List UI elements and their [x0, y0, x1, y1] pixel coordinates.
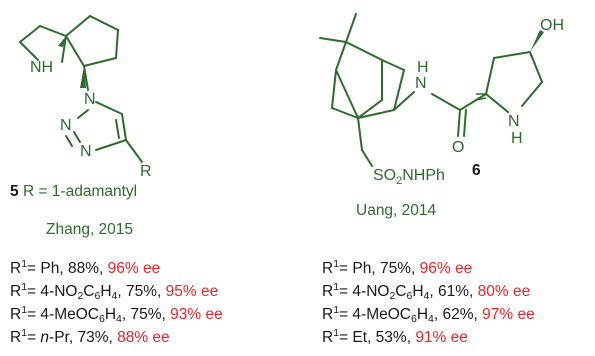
compound-6-credit: Uang, 2014 [356, 202, 437, 219]
yield-value: , 88%, [59, 260, 108, 277]
substituent: Et [352, 329, 368, 346]
substituent: 4-MeOC [40, 306, 99, 323]
compound-6-result-row: R1= 4-NO2C6H4, 61%, 80% ee [322, 281, 531, 302]
r-symbol: R [10, 306, 22, 323]
compound-6-number: 6 [472, 162, 481, 179]
substituent-subscript: 4 [428, 313, 434, 325]
r-symbol: R [10, 329, 22, 346]
r-superscript: 1 [333, 304, 340, 316]
r-superscript: 1 [21, 258, 28, 270]
r-symbol: R [10, 260, 22, 277]
atom-h-amide-6: H [417, 59, 429, 76]
atom-n-amide-6: N [415, 75, 427, 92]
yield-value: , 75%, [121, 306, 171, 323]
atom-n3-5: N [80, 143, 92, 160]
substituent: Ph [352, 260, 372, 277]
substituent-subscript: 6 [406, 290, 413, 302]
equals-sign: = [339, 283, 353, 300]
ee-value: 96% ee [107, 260, 161, 277]
compound-5-result-row: R1= 4-NO2C6H4, 75%, 95% ee [10, 281, 219, 302]
r-symbol: R [10, 283, 22, 300]
substituent: 4-MeOC [352, 306, 411, 323]
ee-value: 96% ee [419, 260, 473, 277]
ee-value: 80% ee [477, 283, 531, 300]
substituent-subscript: 2 [77, 290, 84, 302]
structure-5-drawing: NH N N N R [19, 15, 152, 180]
substituent-atom: C [83, 283, 95, 300]
structure-6-drawing: OH N H O N H SO2NHPh [319, 13, 564, 187]
r-superscript: 1 [333, 327, 340, 339]
substituent: -Pr [49, 329, 69, 346]
r-superscript: 1 [21, 304, 28, 316]
substituent: 4-NO [352, 283, 390, 300]
atom-o-6: O [452, 139, 464, 156]
yield-value: , 75%, [371, 260, 420, 277]
substituent: Ph [40, 260, 60, 277]
r-superscript: 1 [333, 281, 340, 293]
r-symbol: R [322, 329, 334, 346]
atom-h-pyr-6: H [511, 130, 523, 147]
equals-sign: = [339, 260, 353, 277]
atom-nh-5: NH [30, 59, 53, 76]
r-superscript: 1 [21, 281, 28, 293]
atom-n1-5: N [84, 91, 96, 108]
atom-n-pyr-6: N [508, 113, 520, 130]
r-superscript: 1 [333, 258, 340, 270]
ee-value: 95% ee [165, 283, 219, 300]
compound-6-result-row: R1= Ph, 75%, 96% ee [322, 258, 473, 278]
substituent-subscript: 2 [389, 290, 396, 302]
r-symbol: R [322, 260, 334, 277]
ee-value: 97% ee [482, 306, 535, 323]
substituent-subscript: 4 [116, 313, 122, 325]
substituent-prefix: n [40, 329, 50, 346]
substituent-subscript: 6 [94, 290, 101, 302]
substituent-subscript: 6 [410, 313, 417, 325]
equals-sign: = [27, 306, 41, 323]
r-superscript: 1 [21, 327, 28, 339]
r-symbol: R [322, 306, 334, 323]
compound-5-caption: R = 1-adamantyl [22, 183, 138, 200]
compound-5-result-row: R1= 4-MeOC6H4, 75%, 93% ee [10, 304, 223, 325]
yield-value: , 61%, [429, 283, 478, 300]
equals-sign: = [339, 329, 353, 346]
equals-sign: = [339, 306, 353, 323]
substituent-atom: H [412, 283, 424, 300]
compound-6-result-row: R1= Et, 53%, 91% ee [322, 327, 468, 347]
r-symbol: R [322, 283, 334, 300]
substituent: 4-NO [40, 283, 78, 300]
yield-value: , 53%, [367, 329, 416, 346]
substituent-subscript: 6 [98, 313, 105, 325]
ee-value: 93% ee [170, 306, 223, 323]
compound-5-result-row: R1= Ph, 88%, 96% ee [10, 258, 161, 278]
ee-value: 91% ee [415, 329, 468, 346]
substituent-atom: H [416, 306, 429, 323]
yield-value: , 73%, [68, 329, 118, 346]
atom-n2-5: N [60, 117, 72, 134]
equals-sign: = [27, 283, 41, 300]
substituent-atom: C [395, 283, 407, 300]
substituent-atom: H [100, 283, 112, 300]
equals-sign: = [27, 260, 41, 277]
compound-5-number: 5 [10, 183, 19, 200]
yield-value: , 75%, [117, 283, 166, 300]
compound-5-result-row: R1= n-Pr, 73%, 88% ee [10, 327, 170, 347]
equals-sign: = [27, 329, 41, 346]
ee-value: 88% ee [117, 329, 170, 346]
compound-5-label: 5 R = 1-adamantyl [10, 183, 137, 201]
compound-5-credit: Zhang, 2015 [46, 221, 134, 238]
yield-value: , 62%, [433, 306, 483, 323]
compound-6-result-row: R1= 4-MeOC6H4, 62%, 97% ee [322, 304, 535, 325]
substituent-atom: H [104, 306, 117, 323]
atom-so2-6: SO2NHPh [373, 167, 445, 187]
substituent-subscript: 4 [423, 290, 430, 302]
substituent-subscript: 4 [111, 290, 118, 302]
atom-r-5: R [140, 163, 152, 180]
atom-oh-6: OH [540, 17, 564, 34]
